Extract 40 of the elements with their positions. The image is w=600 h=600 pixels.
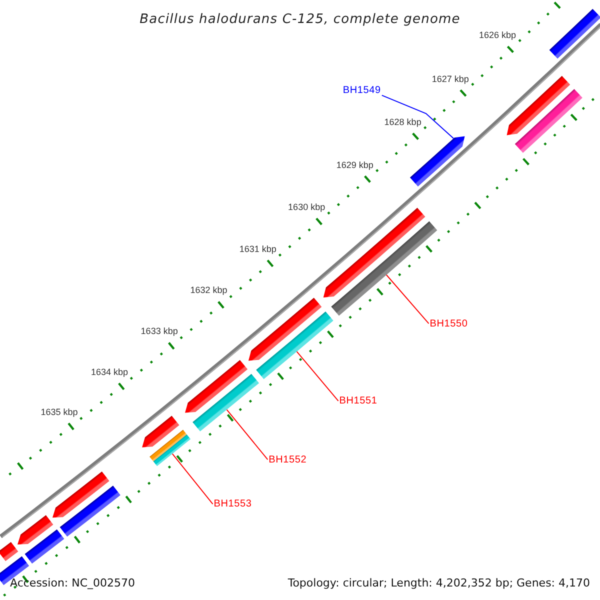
gene-label: BH1553	[214, 498, 252, 510]
pointed-gene-bar	[185, 360, 248, 413]
pointed-gene-bar	[410, 136, 465, 186]
gene-bar	[549, 8, 600, 59]
tick-label: 1628 kbp	[384, 117, 422, 128]
gene-bar	[24, 529, 64, 564]
tick-label: 1627 kbp	[432, 74, 469, 84]
tick-label: 1632 kbp	[190, 285, 228, 296]
tick-label: 1629 kbp	[336, 160, 374, 170]
leader-line	[381, 94, 454, 139]
genome-stats-text: Topology: circular; Length: 4,202,352 bp; Genes: 4,170	[288, 576, 590, 590]
gene-label: BH1551	[339, 395, 378, 406]
gene-label: BH1549	[342, 85, 381, 96]
pointed-gene-bar	[52, 472, 110, 518]
tick-label: 1635 kbp	[40, 406, 78, 417]
tick-label: 1626 kbp	[478, 30, 516, 40]
accession-text: Accession: NC_002570	[10, 576, 136, 590]
leader-line	[226, 409, 268, 460]
gene-label: BH1552	[268, 454, 307, 466]
tick-label: 1631 kbp	[239, 244, 276, 254]
pointed-gene-bar	[18, 515, 54, 544]
pointed-gene-bar	[248, 298, 322, 361]
gene-bar	[0, 542, 18, 562]
gene-bar	[192, 374, 260, 432]
leader-line	[172, 453, 214, 505]
tick-label: 1630 kbp	[288, 202, 326, 212]
leader-line	[296, 351, 339, 402]
leader-line	[386, 274, 430, 324]
pointed-gene-bar	[323, 208, 426, 298]
pointed-gene-bar	[506, 76, 570, 136]
pointed-gene-bar	[142, 416, 180, 448]
gene-label: BH1550	[430, 318, 468, 330]
gene-bar	[256, 311, 334, 380]
tick-label: 1633 kbp	[140, 326, 178, 336]
gene-bar	[60, 486, 120, 537]
tick-label: 1634 kbp	[90, 366, 128, 377]
map-title: Bacillus halodurans C-125, complete genome	[140, 12, 460, 27]
gene-bar	[514, 88, 582, 153]
gene-bar	[331, 221, 438, 316]
gene-bar	[150, 430, 191, 466]
